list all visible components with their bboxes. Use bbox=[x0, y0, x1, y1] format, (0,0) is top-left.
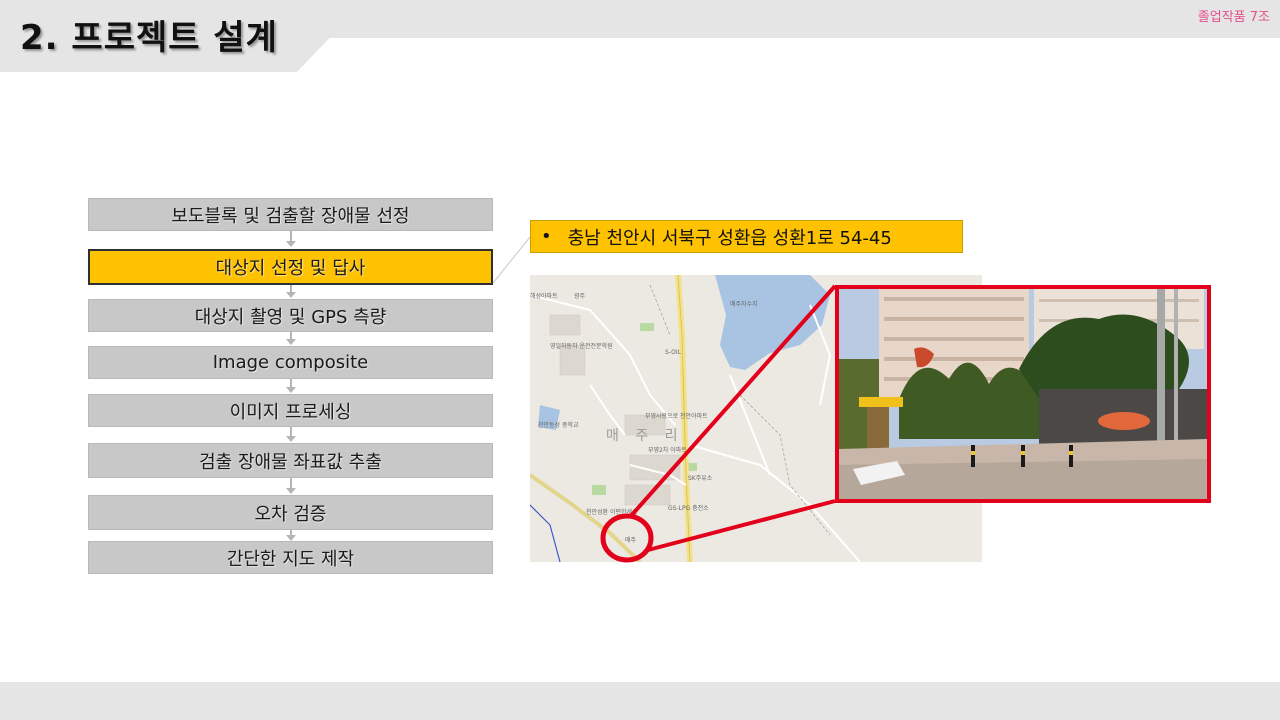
flow-step-8: 간단한 지도 제작 bbox=[88, 541, 493, 574]
address-callout: • 충남 천안시 서북구 성환읍 성환1로 54-45 bbox=[530, 220, 963, 253]
map-label: S-OIL bbox=[665, 349, 681, 356]
map-label: 해성아파트 bbox=[530, 293, 558, 300]
map-label: 부영사랑으로 천안아파트 bbox=[645, 413, 708, 420]
flow-arrow bbox=[286, 379, 296, 393]
page-title: 2. 프로젝트 설계 bbox=[20, 18, 278, 58]
site-photo-drawing bbox=[839, 289, 1207, 499]
map-label: 부영2차 아파트 bbox=[648, 447, 687, 454]
flow-step-3: 대상지 촬영 및 GPS 측량 bbox=[88, 299, 493, 332]
map-area-label: 매 주 리 bbox=[606, 428, 684, 444]
team-label: 졸업작품 7조 bbox=[1197, 10, 1270, 25]
flow-arrow bbox=[286, 530, 296, 541]
map-label: 천안동성 중학교 bbox=[538, 422, 579, 429]
flow-step-7: 오차 검증 bbox=[88, 495, 493, 530]
flow-step-1: 보도블록 및 검출할 장애물 선정 bbox=[88, 198, 493, 231]
flow-step-6: 검출 장애물 좌표값 추출 bbox=[88, 443, 493, 478]
callout-connector bbox=[492, 236, 531, 284]
map-label: 영일자동차 운전전문학원 bbox=[550, 343, 613, 350]
flow-step-4: Image composite bbox=[88, 346, 493, 379]
map-label: 광주 bbox=[574, 293, 586, 300]
bullet-icon: • bbox=[541, 226, 552, 247]
footer-band bbox=[0, 682, 1280, 720]
flow-arrow bbox=[286, 332, 296, 345]
flow-arrow bbox=[286, 231, 296, 247]
flow-arrow bbox=[286, 285, 296, 298]
flow-step-2-active: 대상지 선정 및 답사 bbox=[88, 249, 493, 285]
title-tab bbox=[0, 0, 330, 72]
flow-arrow bbox=[286, 478, 296, 494]
map-label: GS-LPG 충전소 bbox=[668, 505, 709, 512]
map-label: 천안성환 이편한세상 bbox=[586, 509, 638, 516]
map-label: 매주 bbox=[625, 537, 637, 544]
flow-arrow bbox=[286, 427, 296, 442]
map-label: 매주자수지 bbox=[730, 301, 758, 308]
flow-step-5: 이미지 프로세싱 bbox=[88, 394, 493, 427]
address-text: 충남 천안시 서북구 성환읍 성환1로 54-45 bbox=[567, 227, 892, 249]
map-label: SK주유소 bbox=[688, 475, 713, 482]
site-photo bbox=[835, 285, 1211, 503]
